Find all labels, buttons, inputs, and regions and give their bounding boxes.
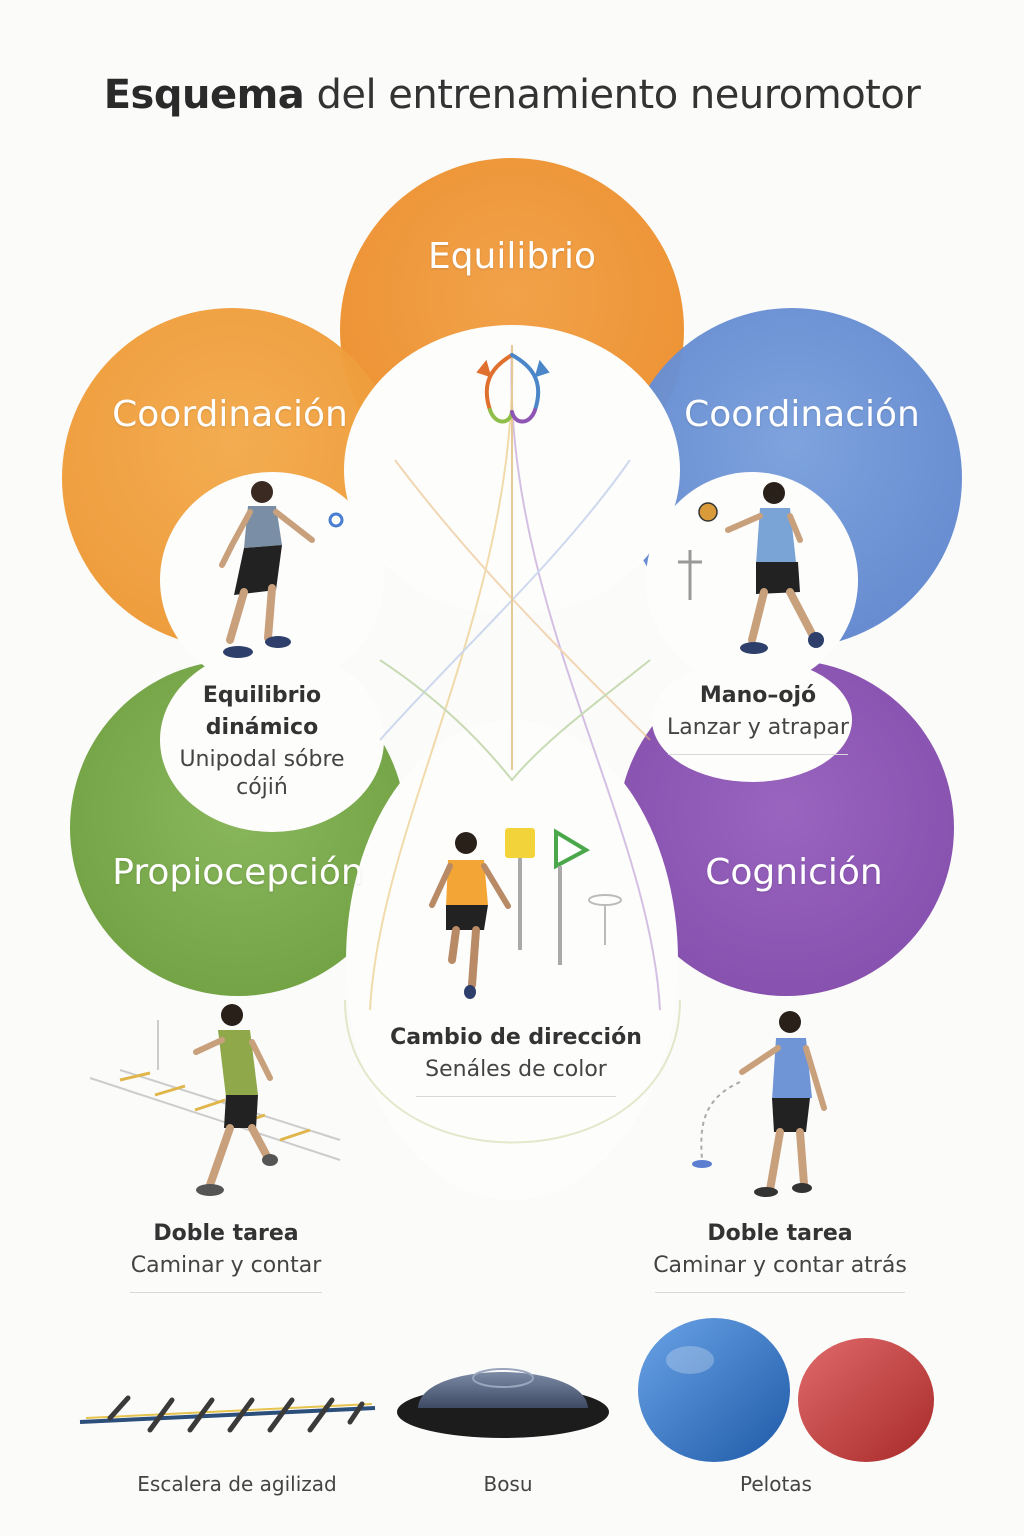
caption-heading-1: Equilibrio	[202, 683, 322, 708]
title-rest: del entrenamiento neuromotor	[316, 72, 921, 118]
caption-sub: Caminar y contar	[130, 1253, 322, 1278]
caption-sub-2: cójiń	[236, 775, 288, 800]
caption-rule	[416, 1096, 616, 1097]
agility-ladder-image	[79, 1395, 376, 1433]
caption-heading: Doble tarea	[707, 1221, 853, 1246]
balls-image	[638, 1318, 934, 1462]
equipment-label-balls: Pelotas	[740, 1472, 812, 1496]
balance-icon	[476, 353, 550, 424]
caption-cambio-direccion: Cambio de dirección Senáles de color	[384, 1022, 648, 1097]
caption-rule	[130, 1292, 322, 1293]
caption-sub: Lanzar y atrapar	[667, 715, 849, 740]
figure-man-catch	[678, 482, 824, 654]
bosu-image	[397, 1368, 609, 1438]
caption-equilibrio-dinamico: Equilibrio dinámico Unipodal sóbre cójiń	[162, 680, 362, 800]
figure-runner-direction	[429, 828, 622, 999]
caption-heading: Cambio de dirección	[390, 1025, 642, 1050]
petal-label-equilibrio: Equilibrio	[427, 236, 597, 277]
figure-woman-balance	[219, 481, 344, 658]
caption-sub: Caminar y contar atrás	[653, 1253, 907, 1278]
figure-walker-cognition	[692, 1011, 827, 1197]
caption-doble-tarea-left: Doble tarea Caminar y contar	[110, 1218, 342, 1293]
title-bold: Esquema	[103, 72, 305, 118]
caption-rule	[668, 754, 848, 755]
caption-rule	[655, 1292, 905, 1293]
equipment-label-ladder: Escalera de agilizad	[137, 1472, 337, 1496]
caption-doble-tarea-right: Doble tarea Caminar y contar atrás	[630, 1218, 930, 1293]
petal-label-propiocepcion: Propiocepción	[112, 852, 364, 893]
equipment-label-bosu: Bosu	[483, 1472, 533, 1496]
caption-heading-2: dinámico	[205, 715, 319, 740]
caption-sub: Senáles de color	[425, 1057, 607, 1082]
caption-sub-1: Unipodal sóbre	[179, 747, 345, 772]
flower-lines	[344, 344, 681, 1144]
petal-label-cognicion: Cognición	[705, 852, 883, 893]
caption-heading: Mano–ojó	[699, 683, 817, 708]
caption-heading: Doble tarea	[153, 1221, 299, 1246]
figure-walker-ladder	[89, 1004, 341, 1196]
caption-mano-ojo: Mano–ojó Lanzar y atrapar	[652, 680, 864, 755]
page-title: Esquema del entrenamiento neuromotor	[0, 72, 1024, 118]
petal-label-coordinacion-left: Coordinación	[112, 394, 348, 435]
petal-label-coordinacion-right: Coordinación	[684, 394, 920, 435]
